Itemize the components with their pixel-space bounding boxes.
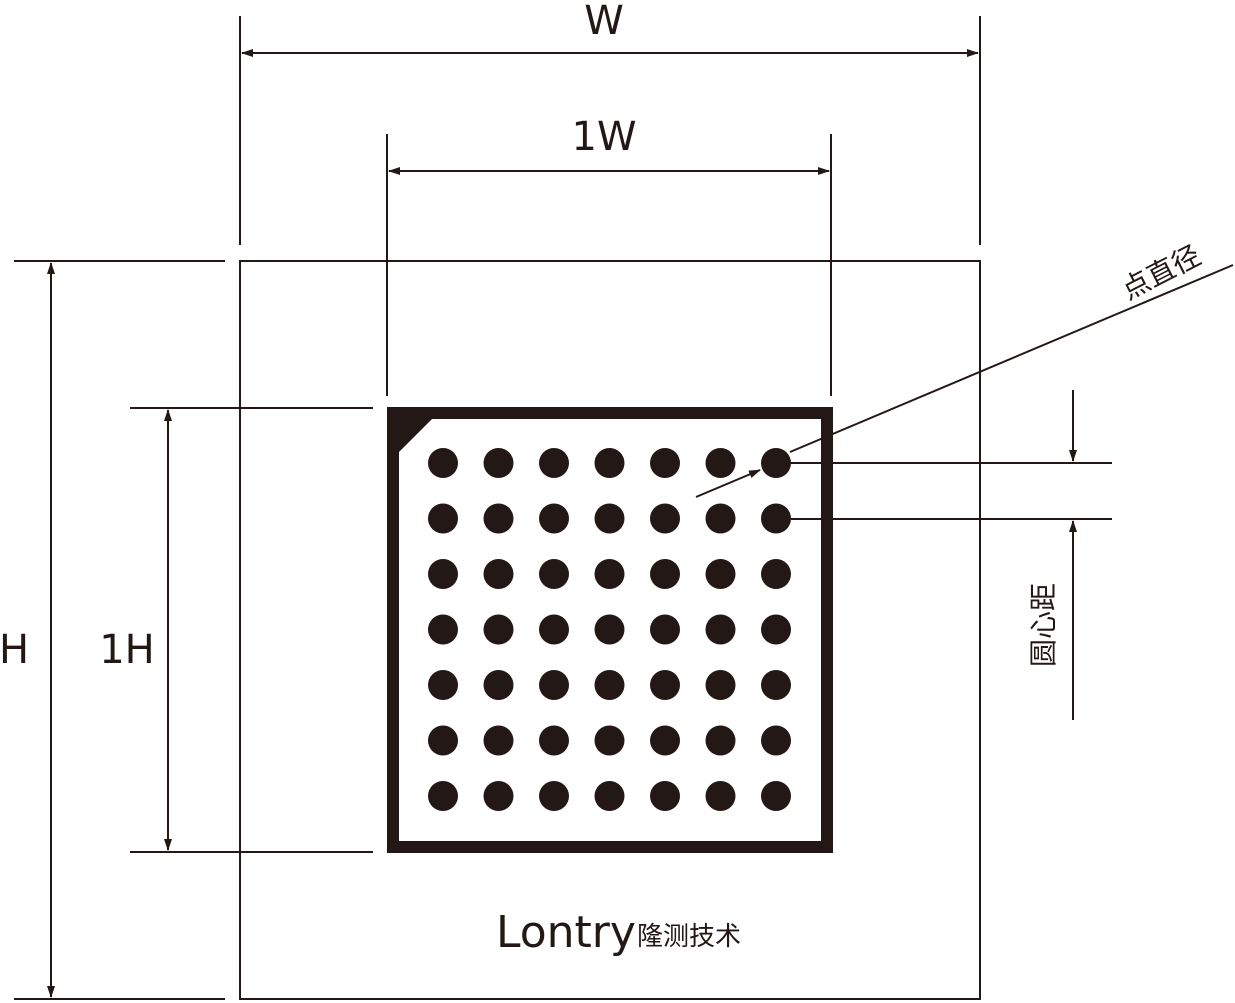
calibration-dot	[539, 725, 569, 756]
logo-brand: Lontry	[496, 907, 636, 958]
calibration-dot	[761, 448, 791, 478]
calibration-dot	[761, 670, 791, 700]
calibration-dot	[705, 559, 736, 589]
1w-label: 1W	[572, 114, 637, 160]
h-label: H	[0, 627, 29, 673]
calibration-dot	[539, 670, 569, 700]
dot-grid	[428, 448, 791, 811]
calibration-dot	[761, 559, 791, 589]
calibration-dot	[650, 614, 680, 645]
calibration-dot	[483, 559, 514, 589]
calibration-dot	[428, 670, 458, 700]
calibration-dot	[428, 448, 458, 478]
calibration-dot	[650, 559, 680, 589]
calibration-dot	[483, 670, 514, 700]
w-label: W	[584, 0, 624, 44]
calibration-dot	[483, 725, 514, 756]
calibration-dot	[539, 781, 569, 811]
calibration-dot	[761, 725, 791, 756]
calibration-dot	[761, 781, 791, 811]
calibration-dot	[650, 781, 680, 811]
calibration-dot	[428, 503, 458, 534]
calibration-dot	[594, 725, 625, 756]
calibration-dot	[705, 781, 736, 811]
calibration-dot	[705, 614, 736, 645]
center-distance-label: 圆心距	[1027, 583, 1060, 667]
calibration-dot	[539, 448, 569, 478]
calibration-dot	[705, 503, 736, 534]
calibration-dot	[428, 725, 458, 756]
calibration-dot	[594, 503, 625, 534]
calibration-dot	[705, 448, 736, 478]
calibration-dot	[705, 725, 736, 756]
calibration-dot	[428, 559, 458, 589]
calibration-dot	[428, 781, 458, 811]
calibration-dot	[539, 614, 569, 645]
calibration-dot	[428, 614, 458, 645]
pattern-frame	[387, 407, 833, 853]
calibration-dot	[761, 614, 791, 645]
dot-diameter-arrow	[695, 469, 761, 498]
calibration-dot	[650, 670, 680, 700]
calibration-dot	[539, 559, 569, 589]
logo-subtitle: 隆测技术	[637, 922, 741, 952]
calibration-dot	[483, 781, 514, 811]
calibration-dot	[594, 670, 625, 700]
outer-board	[239, 260, 981, 1000]
calibration-dot	[761, 503, 791, 534]
calibration-dot	[650, 725, 680, 756]
calibration-dot	[594, 559, 625, 589]
calibration-dot	[650, 448, 680, 478]
calibration-dot	[483, 614, 514, 645]
1h-label: 1H	[99, 627, 155, 673]
calibration-dot	[594, 614, 625, 645]
calibration-dot	[539, 503, 569, 534]
calibration-dot	[483, 503, 514, 534]
orientation-corner-mark	[399, 419, 432, 452]
calibration-dot	[594, 781, 625, 811]
dot-diameter-leader	[789, 264, 1234, 453]
calibration-dot	[650, 503, 680, 534]
calibration-dot	[483, 448, 514, 478]
calibration-dot	[705, 670, 736, 700]
calibration-dot	[594, 448, 625, 478]
